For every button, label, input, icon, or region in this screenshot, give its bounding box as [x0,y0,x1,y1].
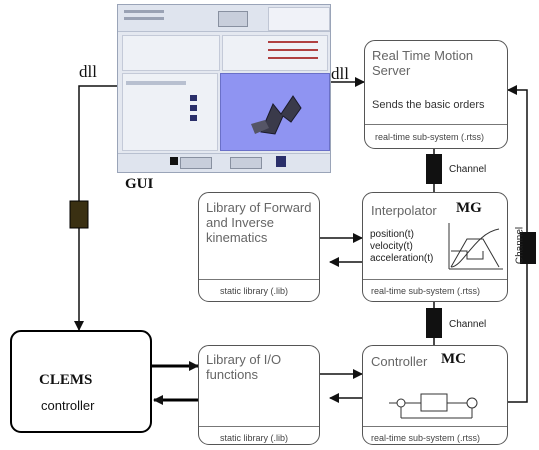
io-library-box: Library of I/O functions static library … [198,345,320,445]
channel-middle-label: Channel [449,319,487,330]
gui-label: GUI [125,176,154,192]
gui-header-panel [268,7,330,31]
channel-right-label: Channel [514,226,526,265]
kinematics-library-title: Library of Forward and Inverse kinematic… [206,200,312,245]
controller-footer: real-time sub-system (.rtss) [371,433,481,443]
interpolator-footer: real-time sub-system (.rtss) [371,286,481,296]
io-library-title: Library of I/O functions [206,352,282,382]
gui-header-button[interactable] [218,11,248,27]
motion-server-desc: Sends the basic orders [372,99,485,111]
gui-bottom-button-2[interactable] [230,157,262,169]
channel-middle-block [426,308,442,338]
gui-screenshot [117,4,331,173]
interpolator-title: Interpolator [371,203,437,218]
motion-server-title: Real Time Motion Server [372,48,474,78]
signal-acceleration: acceleration(t) [370,253,434,264]
io-library-separator [199,426,319,427]
gui-toggle-2[interactable] [190,105,197,111]
gui-bottom-icon[interactable] [276,156,286,167]
motion-server-separator [365,124,507,125]
channel-right-block [520,232,536,264]
kinematics-library-separator [199,279,319,280]
io-library-footer: static library (.lib) [220,433,289,443]
profile-graph-icon [448,223,503,270]
interpolator-box: Interpolator MG position(t) velocity(t) … [362,192,508,302]
gui-toggle-3[interactable] [190,115,197,121]
signal-position: position(t) [370,229,414,240]
signal-velocity: velocity(t) [370,241,413,252]
gui-header-fields [124,10,164,13]
controller-tag: MC [441,351,466,367]
dll-label-left: dll [79,62,97,81]
interpolator-signals: position(t) velocity(t) acceleration(t) [370,229,433,265]
kinematics-library-footer: static library (.lib) [220,286,289,296]
kinematics-library-box: Library of Forward and Inverse kinematic… [198,192,320,302]
motion-server-box: Real Time Motion Server Sends the basic … [364,40,508,149]
gui-bottom-button-1[interactable] [180,157,212,169]
gui-toggle-1[interactable] [190,95,197,101]
controller-separator [363,426,507,427]
gui-bottom-bar [118,153,330,172]
controller-title: Controller [371,354,428,369]
interpolator-separator [363,279,507,280]
gui-param-panel-left [122,35,220,71]
robot-model-icon [251,95,302,135]
clems-name: CLEMS [39,372,93,388]
channel-top-block [426,154,442,184]
dll-label-right: dll [331,64,349,83]
clems-controller-box: CLEMS controller [10,330,152,433]
clems-sub: controller [41,398,95,413]
gui-3d-view [220,73,330,151]
gui-bottom-dark-square [170,157,178,165]
gui-settings-panel [122,73,218,151]
motion-server-footer: real-time sub-system (.rtss) [375,132,485,142]
control-loop-icon [389,393,478,419]
gui-to-clems-connector [74,85,117,331]
channel-top-label: Channel [449,164,487,175]
interpolator-tag: MG [456,200,482,216]
gui-connector-block [69,200,89,229]
controller-box: Controller MC real-time sub-system (.rts… [362,345,508,445]
